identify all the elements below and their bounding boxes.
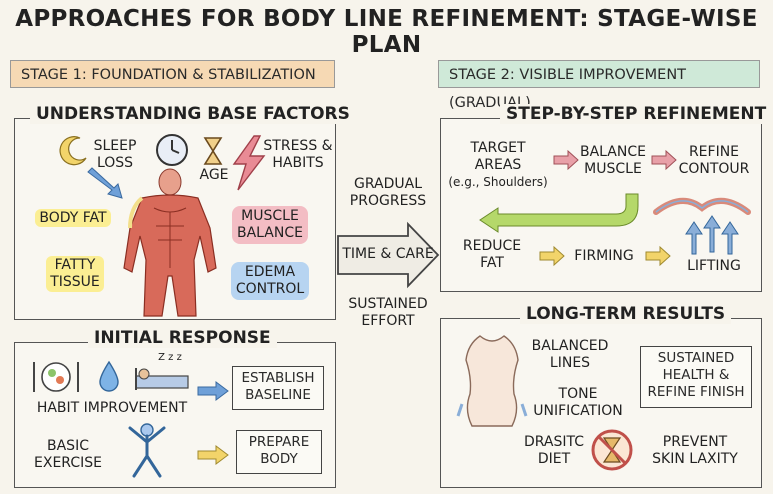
arrow-icon <box>651 149 677 171</box>
age-label: AGE <box>199 167 229 183</box>
no-hourglass-icon <box>591 429 633 471</box>
clock-icon <box>156 134 188 166</box>
plate-icon <box>33 362 79 392</box>
stress-habits-label: STRESS &HABITS <box>263 138 333 171</box>
shoulders-icon <box>653 198 751 215</box>
long-term-heading: LONG-TERM RESULTS <box>520 304 732 324</box>
initial-response-heading: INITIAL RESPONSE <box>88 328 277 348</box>
arrow-icon <box>645 245 671 267</box>
body-fat-label: BODY FAT <box>30 209 116 227</box>
hourglass-icon <box>203 137 223 165</box>
big-arrow-icon <box>337 221 440 289</box>
habit-improvement-label: HABIT IMPROVEMENT <box>36 400 188 416</box>
base-factors-heading: UNDERSTANDING BASE FACTORS <box>30 104 356 124</box>
up-arrows-icon <box>685 215 739 255</box>
arrow-icon <box>197 445 229 465</box>
zzz-label: Z z z <box>158 352 182 363</box>
step-by-step-heading: STEP-BY-STEP REFINEMENT <box>500 104 773 124</box>
stage1-banner: STAGE 1: FOUNDATION & STABILIZATION <box>10 60 335 88</box>
arrow-icon <box>539 245 565 267</box>
jumping-person-icon <box>128 423 166 478</box>
sleeping-person-icon <box>135 368 189 390</box>
body-silhouette-icon <box>456 335 528 427</box>
green-arrow-icon <box>479 193 639 233</box>
water-drop-icon <box>99 360 119 392</box>
lifting-label: LIFTING <box>687 258 741 274</box>
muscle-figure-icon <box>123 168 217 317</box>
arrow-icon <box>553 149 579 171</box>
arrow-icon <box>87 167 123 199</box>
arrow-icon <box>197 381 229 401</box>
firming-label: FIRMING <box>574 248 634 264</box>
lightning-icon <box>232 135 266 191</box>
moon-icon <box>59 136 87 166</box>
time-care-label: TIME & CARE <box>342 246 434 262</box>
page-title: APPROACHES FOR BODY LINE REFINEMENT: STA… <box>15 6 758 58</box>
stage2-banner: STAGE 2: VISIBLE IMPROVEMENT (GRADUAL) <box>438 60 760 111</box>
